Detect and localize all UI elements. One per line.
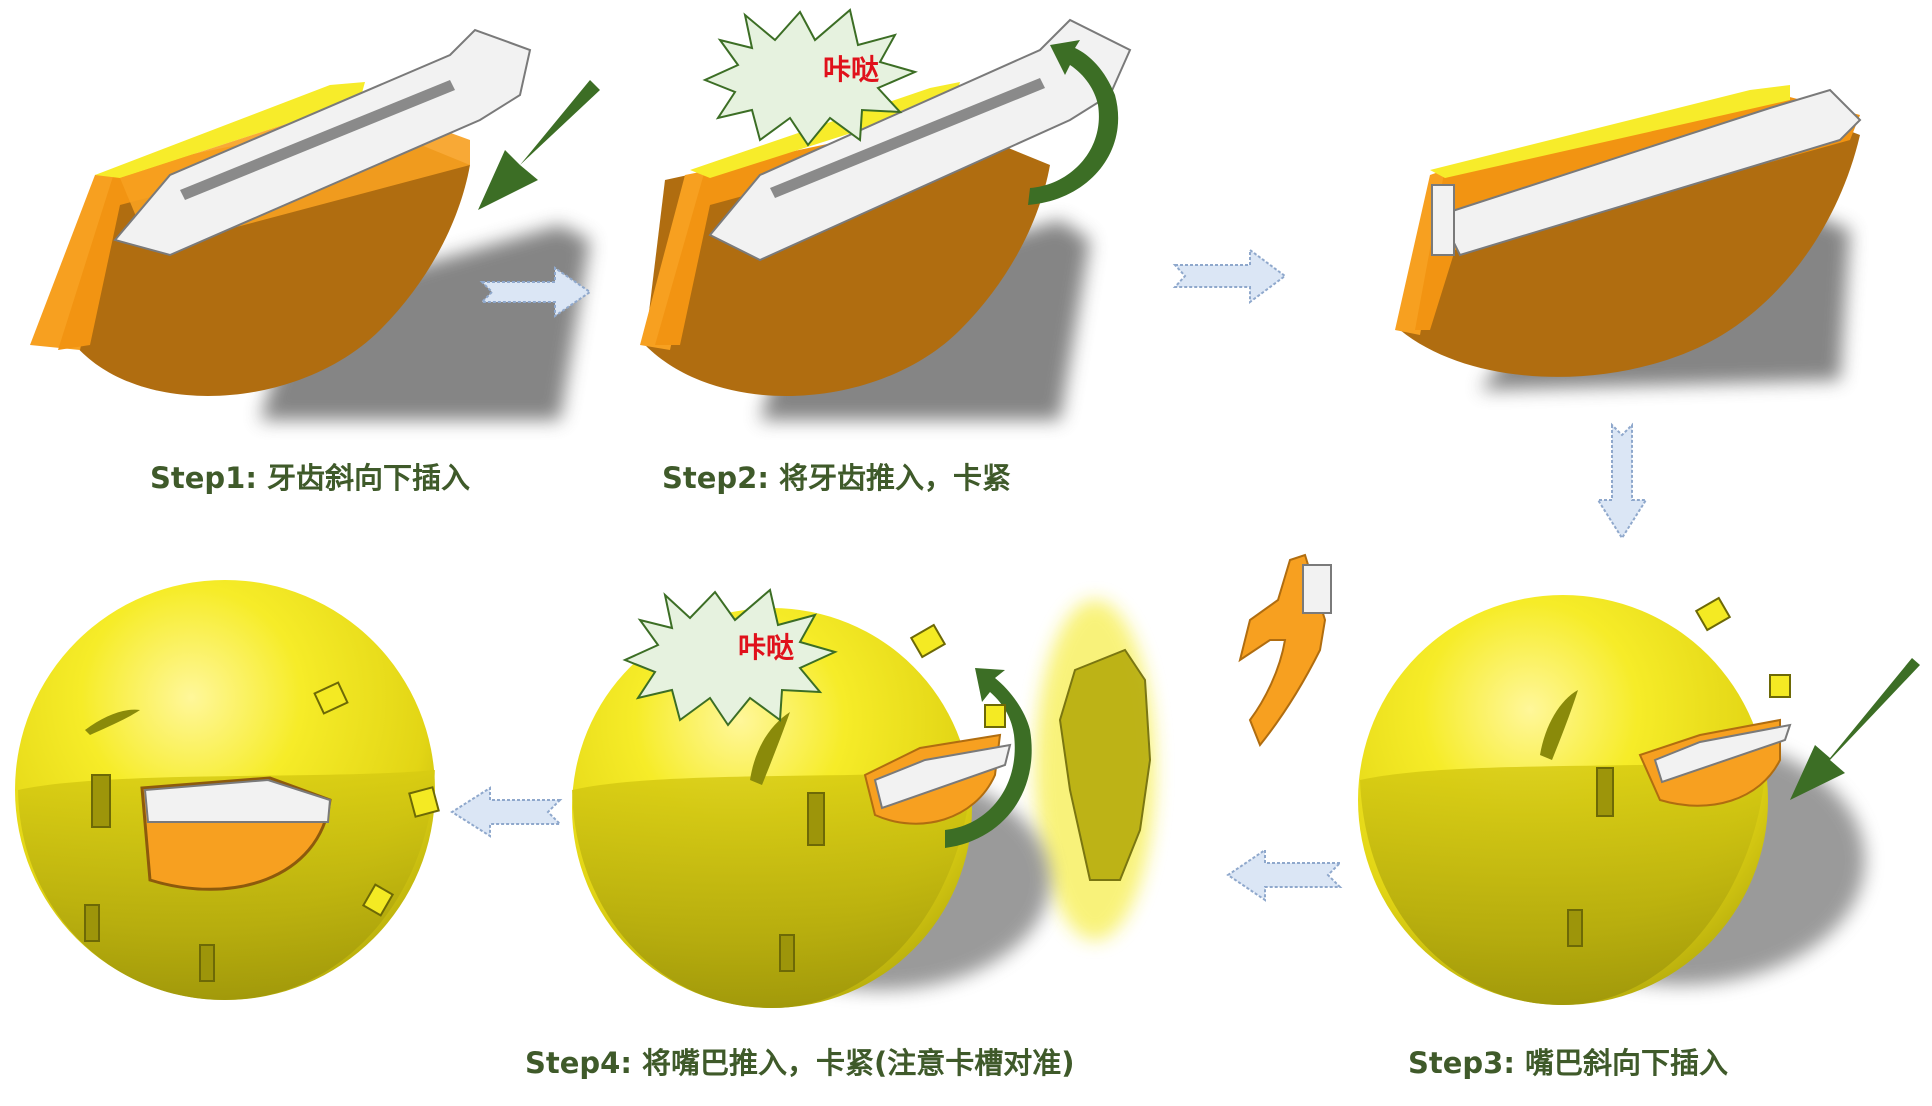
step2-mouth-frontslab	[655, 120, 940, 345]
flow-arrow-1-2	[479, 266, 592, 318]
step3-illustration	[1358, 595, 1920, 1005]
step3-tab-right	[1769, 674, 1791, 698]
step3-tab-top	[1694, 596, 1732, 632]
step3-lower-slot	[1567, 909, 1583, 947]
step2b-tooth	[1438, 88, 1862, 257]
step4-lower-slot	[779, 934, 795, 972]
step3-insert-arrow	[1790, 658, 1920, 800]
step4-tab-top	[909, 623, 947, 659]
final-mouth-tooth	[143, 778, 332, 823]
final-left-slot	[91, 774, 111, 828]
step2b-tooth-tab	[1431, 184, 1455, 256]
final-tab-bottom	[361, 883, 395, 917]
step4-side-part	[1058, 648, 1152, 881]
step3-nose-slot	[1596, 767, 1614, 817]
step4-caption: Step4: 将嘴巴推入，卡紧(注意卡槽对准)	[525, 1046, 1075, 1080]
step4-push-arrow	[945, 668, 1032, 848]
flow-arrow-down	[1596, 422, 1648, 540]
loose-mouth-tooth	[1302, 564, 1332, 614]
step1-illustration	[30, 28, 600, 420]
flow-arrow-3-4	[1226, 848, 1343, 902]
step2-illustration	[640, 8, 1132, 420]
loose-mouth-part	[1238, 553, 1332, 747]
step4-nose-slot	[807, 792, 825, 846]
step1-tooth-slot	[180, 80, 455, 200]
step4-tab-right	[984, 704, 1006, 728]
step1-mouth-front	[30, 170, 120, 350]
step1-insert-arrow	[478, 80, 600, 210]
click-sound-label-top: 咔哒	[823, 53, 880, 86]
step2-tooth-slot	[770, 78, 1045, 198]
step2b-illustration	[1395, 85, 1862, 390]
step3-sphere-lower	[1360, 760, 1766, 1005]
step2-click-burst	[702, 8, 918, 147]
step3-caption: Step3: 嘴巴斜向下插入	[1408, 1046, 1729, 1080]
final-tab-right	[408, 786, 440, 818]
step4-illustration	[572, 588, 1155, 1008]
click-sound-label-bottom: 咔哒	[738, 631, 795, 664]
final-lower-slot	[84, 904, 100, 942]
step1-shadow	[260, 225, 590, 420]
step2-push-arrow	[1028, 40, 1119, 205]
final-eye-slot	[85, 709, 140, 735]
flow-arrow-2-3	[1172, 248, 1287, 304]
step4-mouth-tooth	[873, 743, 1012, 810]
final-tab-top	[313, 681, 349, 715]
step1-caption: Step1: 牙齿斜向下插入	[150, 461, 471, 495]
step3-eye-slot	[1540, 690, 1578, 760]
step1-mouth-topedge	[95, 82, 365, 178]
final-illustration	[15, 580, 440, 1000]
step4-eye-slot	[750, 712, 790, 785]
step4-click-burst	[622, 588, 838, 727]
step4-sphere-lower	[572, 770, 972, 1008]
step2b-mouth-topedge	[1430, 85, 1790, 178]
final-bottom-slot	[199, 944, 215, 982]
step2-caption: Step2: 将牙齿推入，卡紧	[662, 461, 1012, 495]
step3-mouth-tooth	[1653, 723, 1792, 784]
flow-arrow-4-5	[450, 786, 563, 838]
